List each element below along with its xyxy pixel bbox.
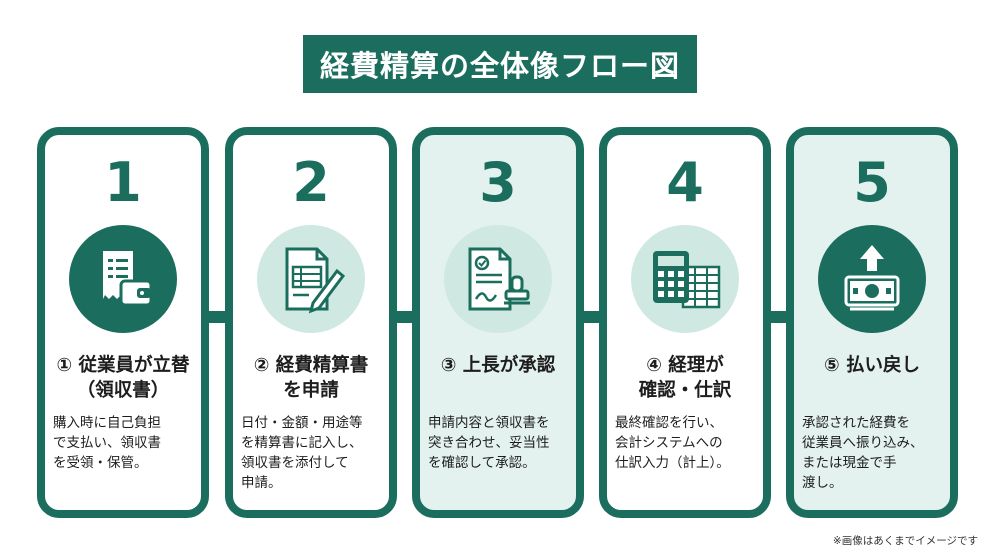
step-heading: ③ 上長が承認 bbox=[440, 355, 556, 376]
step-description: 最終確認を行い、 会計システムへの 仕訳入力（計上）。 bbox=[615, 415, 730, 471]
step-number: 1 bbox=[104, 151, 142, 214]
step-description: 承認された経費を 従業員へ振り込み、 または現金で手 渡し。 bbox=[802, 415, 924, 491]
calculator-spreadsheet-icon bbox=[631, 225, 739, 333]
step-number: 3 bbox=[479, 151, 517, 214]
step-description: 購入時に自己負担 で支払い、領収書 を受領・保管。 bbox=[53, 415, 161, 471]
step-card-4: 4 ④ 経理が 確認 bbox=[599, 127, 771, 518]
disclaimer-note: ※画像はあくまでイメージです bbox=[832, 535, 978, 547]
step-description: 日付・金額・用途等 を精算書に記入し、 領収書を添付して 申請。 bbox=[241, 415, 363, 491]
step-heading: ① 従業員が立替 （領収書） bbox=[56, 355, 190, 401]
step-description: 申請内容と領収書を 突き合わせ、妥当性 を確認して承認。 bbox=[428, 415, 550, 471]
step-heading: ② 経費精算書 を申請 bbox=[253, 355, 369, 401]
step-number: 4 bbox=[666, 151, 704, 214]
page-title: 経費精算の全体像フロー図 bbox=[303, 35, 697, 93]
step-heading: ⑤ 払い戻し bbox=[823, 355, 921, 376]
document-pen-icon bbox=[257, 225, 365, 333]
step-number: 5 bbox=[853, 151, 891, 214]
cash-refund-icon bbox=[818, 225, 926, 333]
receipt-wallet-icon bbox=[69, 225, 177, 333]
step-card-5: 5 ⑤ 払い戻し 承認された経費を 従業員へ振り込み、 または現金で手 渡し。 bbox=[786, 127, 958, 518]
approval-stamp-icon bbox=[444, 225, 552, 333]
step-heading: ④ 経理が 確認・仕訳 bbox=[638, 355, 732, 401]
step-number: 2 bbox=[292, 151, 330, 214]
step-card-1: 1 ① 従業員が立替 （領収書） 購入時に自己負担 で支払い、領収書 を受領・保… bbox=[37, 127, 209, 518]
step-card-2: 2 ② 経費精算書 を申請 日付・金額・用途等 を精算書に記入し、 領収書を添付… bbox=[225, 127, 397, 518]
step-card-3: 3 ③ 上長が承認 申請内容と領収書を 突き合わせ、妥当性 を確認して承認。 bbox=[412, 127, 584, 518]
